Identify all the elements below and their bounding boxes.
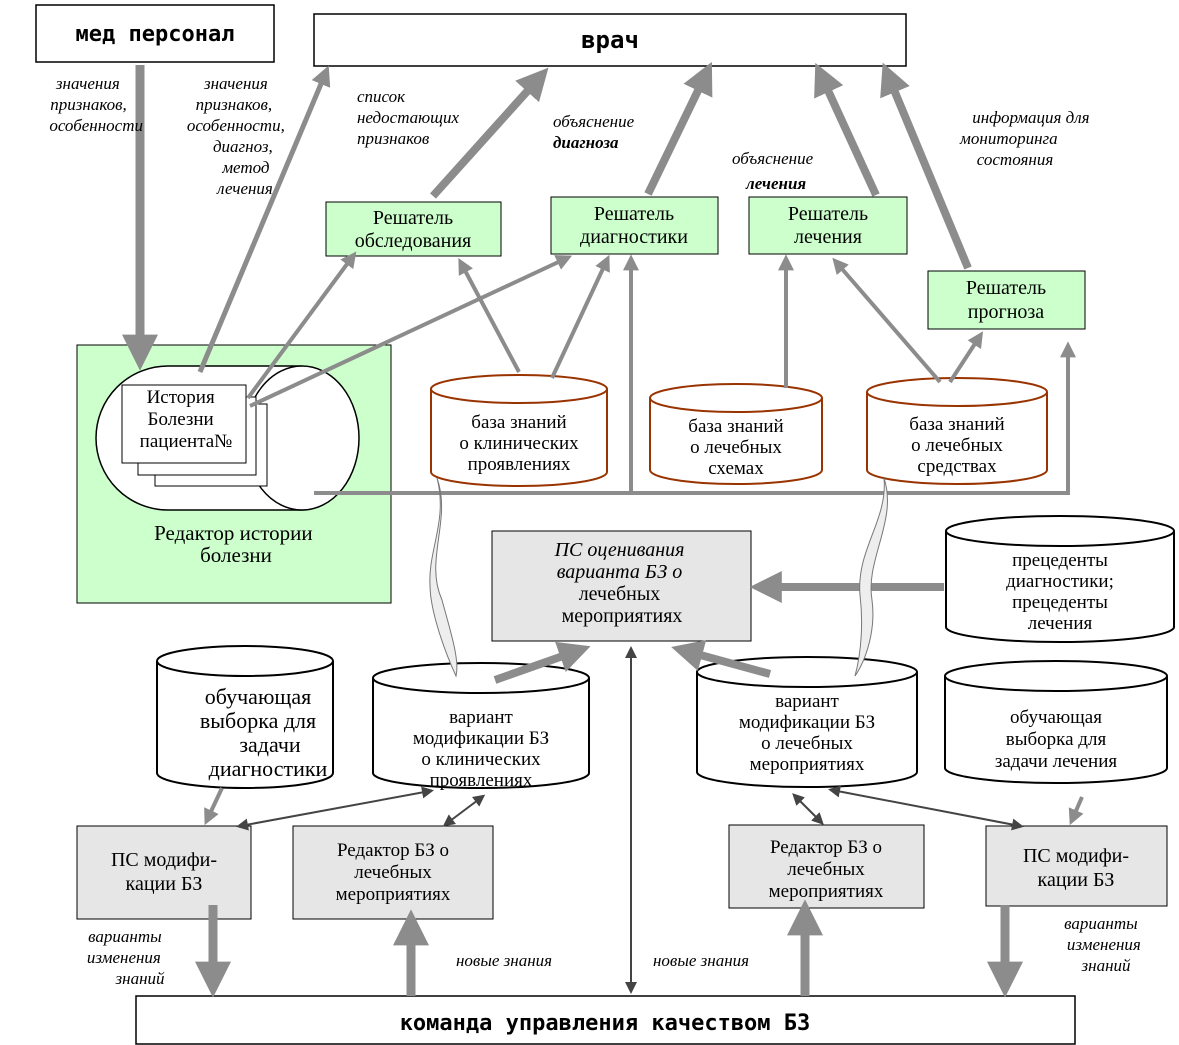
- ps-mod-right: ПС модифи-кации БЗ: [985, 825, 1168, 907]
- history-document-label: История Болезни пациента№: [140, 387, 233, 452]
- label-new-knowledge-1: новые знания: [456, 951, 552, 970]
- doctor-box: врач: [313, 13, 907, 67]
- med-staff-label: мед персонал: [76, 22, 235, 47]
- ps-mod-left: ПС модифи-кации БЗ: [76, 825, 252, 920]
- doctor-label: врач: [581, 26, 639, 54]
- team-box: команда управления качеством БЗ: [135, 995, 1076, 1045]
- swoosh-arrows: [429, 477, 888, 678]
- label-missing: список недостающих признаков: [357, 87, 463, 148]
- label-variants-right: варианты изменения знаний: [1064, 914, 1145, 975]
- history-editor-label: Редактор истории болезни: [154, 521, 318, 567]
- label-variants-left: варианты изменения знаний: [87, 927, 166, 988]
- label-values-2: значения признаков, особенности, диагноз…: [187, 74, 289, 198]
- label-expl-treat: объяснение лечения: [732, 149, 817, 193]
- label-monitor: информация для мониторинга состояния: [959, 108, 1094, 169]
- svg-text:ПС модифи-кации БЗ: ПС модифи-кации БЗ: [111, 849, 217, 895]
- svg-text:ПС модифи-кации БЗ: ПС модифи-кации БЗ: [1023, 845, 1129, 891]
- flow-arrows: [122, 61, 1084, 998]
- label-new-knowledge-2: новые знания: [653, 951, 749, 970]
- annotations: значения признаков, особенности значения…: [49, 74, 1145, 988]
- med-staff-box: мед персонал: [35, 4, 275, 63]
- history-editor-panel: История Болезни пациента№ Редактор истор…: [76, 344, 392, 604]
- svg-text:ПС оценивания варианта Б: ПС оценивания варианта БЗ о лечебных мер…: [554, 539, 690, 627]
- evaluation-box: ПС оценивания варианта БЗ о лечебных мер…: [491, 530, 752, 642]
- label-values-1: значения признаков, особенности: [49, 74, 143, 135]
- team-label: команда управления качеством БЗ: [400, 1011, 811, 1036]
- label-expl-diag: объяснение диагноза: [553, 112, 638, 152]
- thin-arrows: [236, 646, 1024, 994]
